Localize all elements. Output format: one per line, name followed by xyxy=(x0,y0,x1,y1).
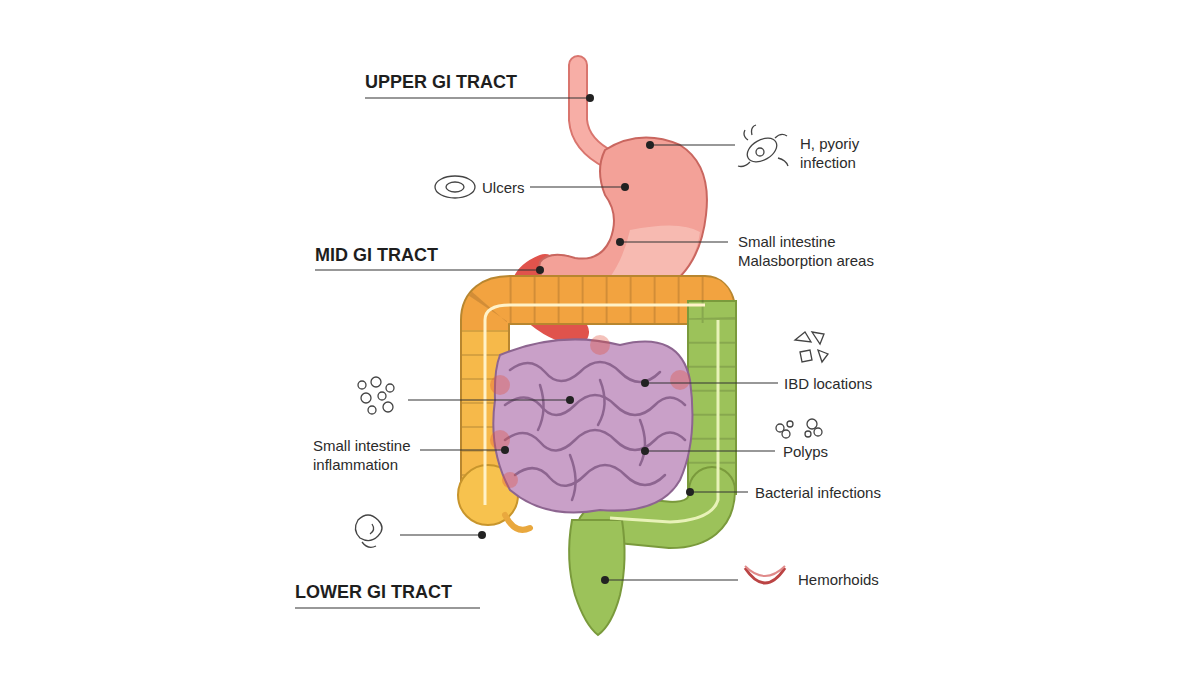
condition-label: Hemorhoids xyxy=(798,570,879,589)
section-heading: LOWER GI TRACT xyxy=(295,581,452,603)
condition-label: Bacterial infections xyxy=(755,483,881,502)
condition-label: Polyps xyxy=(783,442,828,461)
condition-label: Small intestine inflammation xyxy=(313,436,425,474)
condition-label: Ulcers xyxy=(482,178,525,197)
section-heading: MID GI TRACT xyxy=(315,244,438,266)
section-heading: UPPER GI TRACT xyxy=(365,71,517,93)
condition-label: IBD locations xyxy=(784,374,872,393)
condition-label: Small intestine Malasborption areas xyxy=(738,232,898,270)
condition-label: H, pyoriy infection xyxy=(800,134,885,172)
